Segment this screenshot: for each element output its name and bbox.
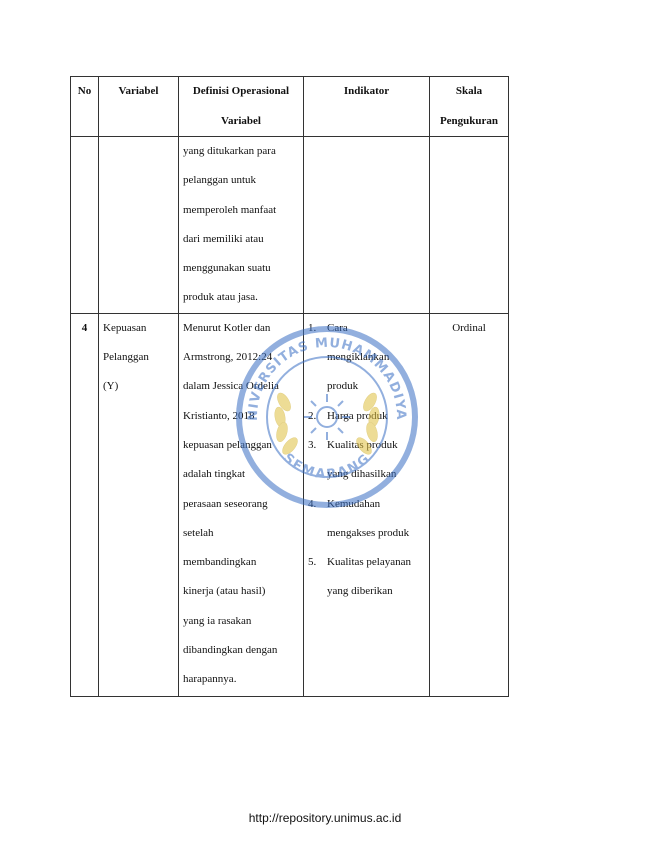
definisi-line: dibandingkan dengan	[183, 644, 278, 657]
cell-no: 4	[70, 312, 99, 697]
definisi-line: yang ia rasakan	[183, 614, 252, 627]
cell-variabel	[98, 136, 179, 314]
cell-indikator: 1. Cara mengiklankan produk 2. Harga pro…	[303, 312, 430, 697]
definisi-line: memperoleh manfaat	[183, 203, 277, 216]
definisi-line: dalam Jessica Ordelia	[183, 380, 279, 393]
definisi-line: harapannya.	[183, 673, 237, 686]
definisi-line: kepuasan pelanggan	[183, 438, 272, 451]
indikator-list: 1. Cara mengiklankan produk 2. Harga pro…	[308, 314, 425, 607]
definisi-line: kinerja (atau hasil)	[183, 585, 266, 598]
definisi-line: membandingkan	[183, 556, 257, 569]
list-item: 2. Harga produk	[308, 409, 388, 422]
cell-definisi: Menurut Kotler dan Armstrong, 2012:24 da…	[178, 312, 304, 697]
header-no: No	[70, 76, 99, 137]
table-row: 4 Kepuasan Pelanggan (Y) Menurut Kotler …	[70, 312, 509, 697]
cell-variabel: Kepuasan Pelanggan (Y)	[98, 312, 179, 697]
header-variabel: Variabel	[98, 76, 179, 137]
definisi-line: setelah	[183, 526, 214, 539]
list-item: 3. Kualitas produk yang dihasilkan	[308, 438, 398, 481]
footer-repository-url: http://repository.unimus.ac.id	[248, 811, 402, 825]
definisi-line: yang ditukarkan para	[183, 145, 276, 157]
list-item: 4. Kemudahan mengakses produk	[308, 497, 410, 539]
cell-definisi: yang ditukarkan para pelanggan untuk mem…	[178, 136, 304, 314]
variabel-line: Pelanggan	[103, 351, 149, 364]
cell-indikator	[303, 136, 430, 314]
cell-no	[70, 136, 99, 314]
variabel-line: Kepuasan	[103, 321, 147, 334]
cell-skala	[429, 136, 509, 314]
header-definisi: Definisi Operasional Variabel	[178, 76, 304, 137]
variable-operational-table: No Variabel Definisi Operasional Variabe…	[70, 76, 509, 697]
definisi-line: adalah tingkat	[183, 468, 246, 481]
definisi-line: produk atau jasa.	[183, 291, 258, 304]
table-row: yang ditukarkan para pelanggan untuk mem…	[70, 136, 509, 314]
table-header-row: No Variabel Definisi Operasional Variabe…	[70, 76, 509, 137]
definisi-line: dari memiliki atau	[183, 232, 264, 245]
definisi-line: pelanggan untuk	[183, 174, 257, 187]
definisi-line: Armstrong, 2012:24	[183, 351, 273, 364]
variabel-line: (Y)	[103, 380, 119, 393]
list-item: 5. Kualitas pelayanan yang diberikan	[308, 556, 411, 598]
header-skala: Skala Pengukuran	[429, 76, 509, 137]
definisi-line: Kristianto, 2018	[183, 409, 255, 422]
header-indikator: Indikator	[303, 76, 430, 137]
definisi-line: Menurut Kotler dan	[183, 321, 271, 334]
cell-skala: Ordinal	[429, 312, 509, 697]
list-item: 1. Cara mengiklankan produk	[308, 321, 390, 393]
definisi-line: menggunakan suatu	[183, 262, 271, 275]
definisi-line: perasaan seseorang	[183, 497, 268, 510]
